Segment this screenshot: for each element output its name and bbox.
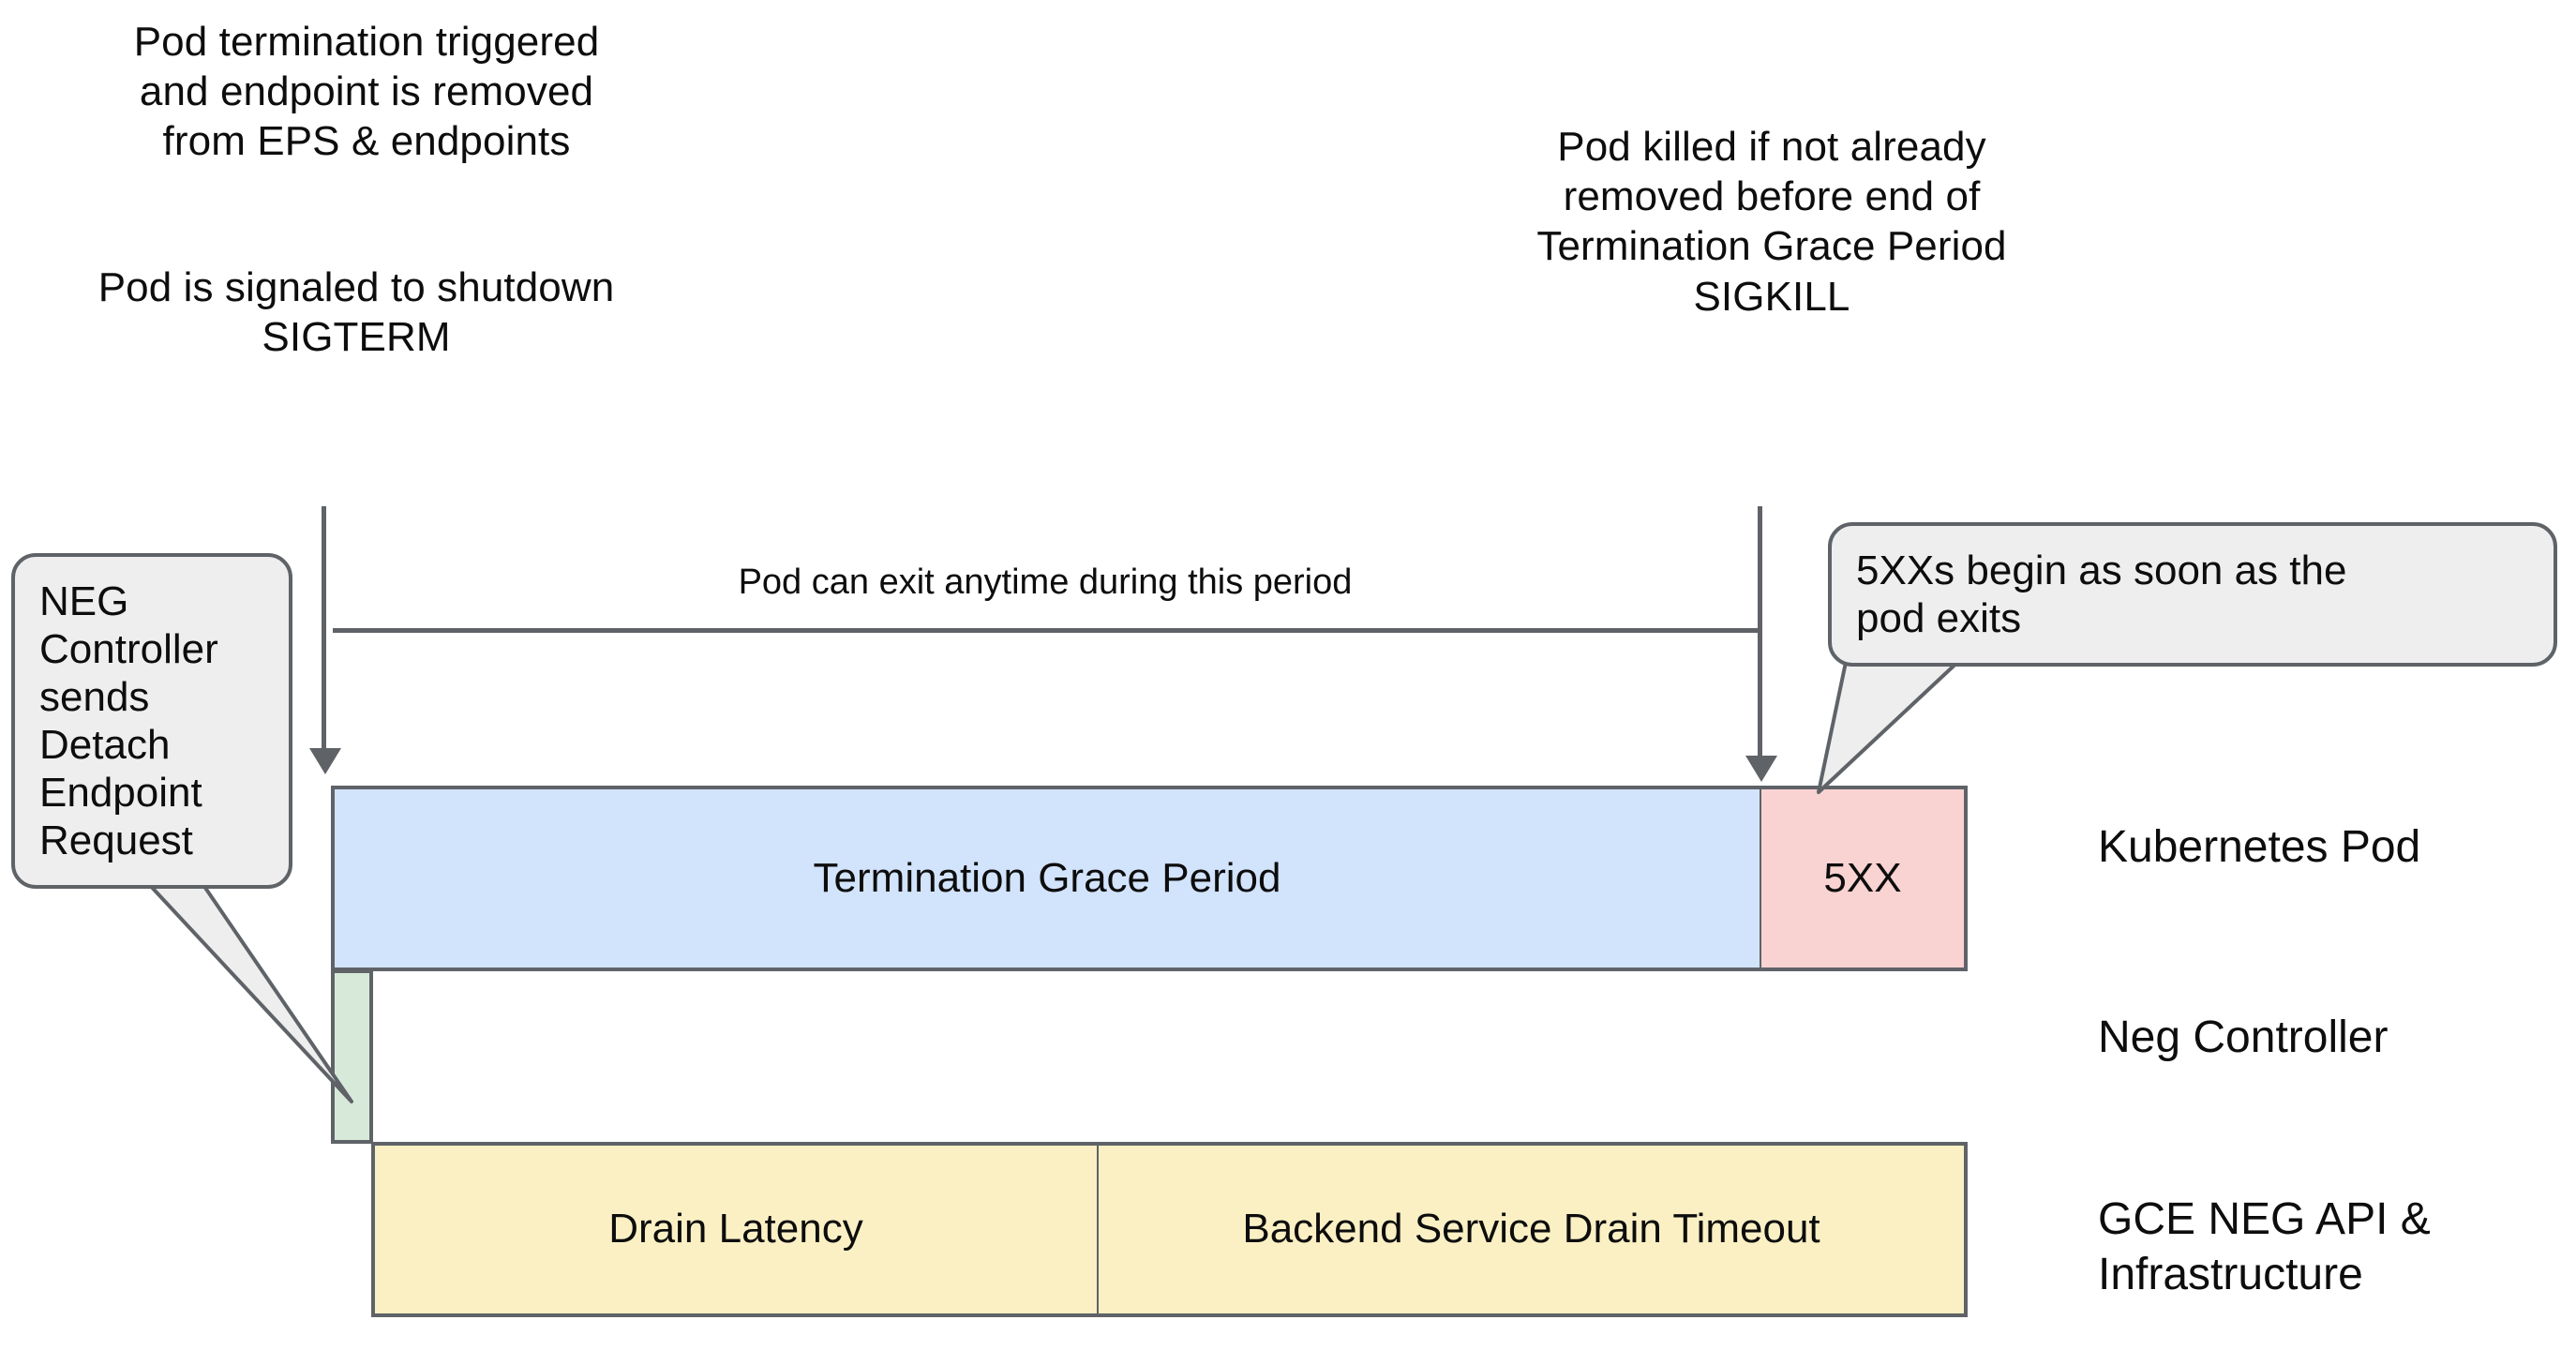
bar-termination-grace-period[interactable]: Termination Grace Period <box>331 786 1761 971</box>
sigkill-arrow-line <box>1758 506 1762 758</box>
annotation-pod-can-exit: Pod can exit anytime during this period <box>738 562 1353 602</box>
lane-label-neg-controller: Neg Controller <box>2098 1012 2389 1062</box>
bar-neg-controller[interactable] <box>331 969 373 1144</box>
bar-label-backend-service-drain-timeout: Backend Service Drain Timeout <box>1242 1206 1820 1252</box>
termination-start-arrow-line <box>322 506 326 750</box>
sigkill-arrow-icon <box>1745 756 1777 782</box>
annotation-pod-termination-triggered: Pod termination triggered and endpoint i… <box>133 19 600 165</box>
callout-5xx-begin[interactable]: 5XXs begin as soon as the pod exits <box>1828 522 2557 668</box>
bar-label-drain-latency: Drain Latency <box>608 1206 863 1252</box>
bar-5xx[interactable]: 5XX <box>1760 786 1968 971</box>
termination-start-arrow-icon <box>309 748 341 774</box>
bar-drain-latency[interactable]: Drain Latency <box>371 1142 1099 1317</box>
annotation-pod-killed-sigkill: Pod killed if not already removed before… <box>1536 124 2007 320</box>
bar-label-5xx: 5XX <box>1823 854 1902 901</box>
lane-label-kubernetes-pod: Kubernetes Pod <box>2098 822 2421 872</box>
bar-label-termination-grace-period: Termination Grace Period <box>813 854 1281 901</box>
annotation-pod-signaled-shutdown: Pod is signaled to shutdown SIGTERM <box>97 264 615 361</box>
bar-backend-service-drain-timeout[interactable]: Backend Service Drain Timeout <box>1097 1142 1968 1317</box>
lane-label-gce-neg-api: GCE NEG API & Infrastructure <box>2098 1194 2431 1299</box>
pod-can-exit-rule <box>333 628 1760 633</box>
callout-neg-controller-detach[interactable]: NEG Controller sends Detach Endpoint Req… <box>11 553 292 890</box>
